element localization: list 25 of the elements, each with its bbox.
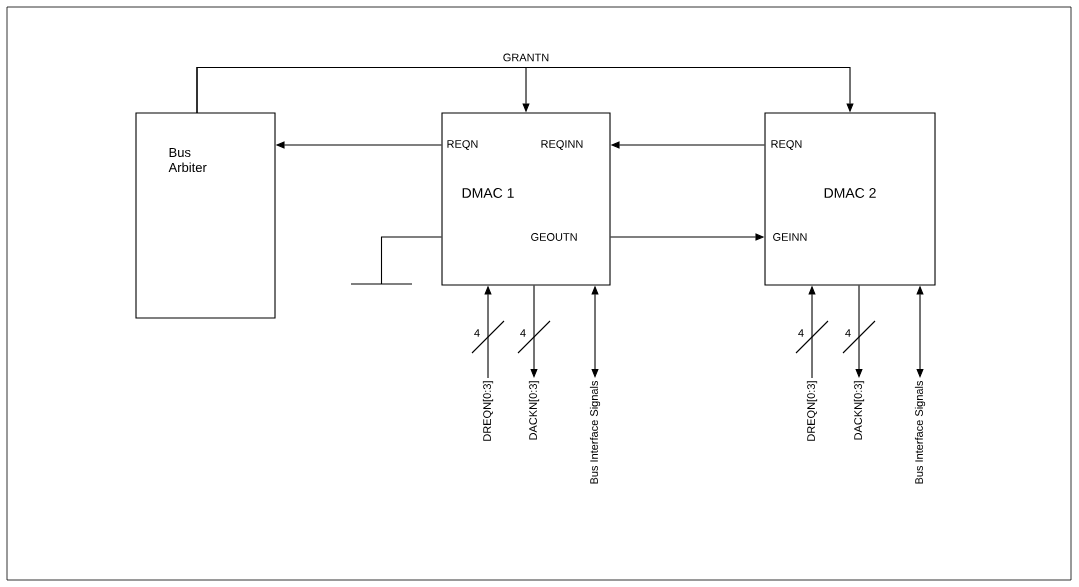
block-title: DMAC 2 xyxy=(824,188,876,198)
signal-label: DREQN[0:3] xyxy=(482,381,494,441)
edge-label: 4 xyxy=(796,328,806,338)
block-title: DMAC 1 xyxy=(462,188,514,198)
block-box xyxy=(135,112,276,319)
pin-label: REQN xyxy=(771,140,802,150)
pin-label: GEOUTN xyxy=(531,233,577,241)
pin-label: GEINN xyxy=(773,233,807,241)
edge-label: 4 xyxy=(472,328,482,338)
signal-label: Bus Interface Signals xyxy=(914,381,926,484)
block-title: Bus Arbiter xyxy=(168,147,207,173)
pin-label: REQINN xyxy=(541,140,583,150)
edge-label: GRANTN xyxy=(501,52,551,63)
block-box xyxy=(441,112,611,286)
signal-label: DREQN[0:3] xyxy=(806,381,818,441)
signal-label: DACKN[0:3] xyxy=(528,381,540,440)
block-box xyxy=(764,112,936,286)
signal-label: DACKN[0:3] xyxy=(853,381,865,440)
pin-label: REQN xyxy=(447,140,478,150)
edge-label: 4 xyxy=(518,328,528,338)
arrow xyxy=(517,285,551,378)
arrow xyxy=(842,285,876,378)
signal-label: Bus Interface Signals xyxy=(589,381,601,484)
edge-label: 4 xyxy=(843,328,853,338)
arrow xyxy=(196,66,854,114)
